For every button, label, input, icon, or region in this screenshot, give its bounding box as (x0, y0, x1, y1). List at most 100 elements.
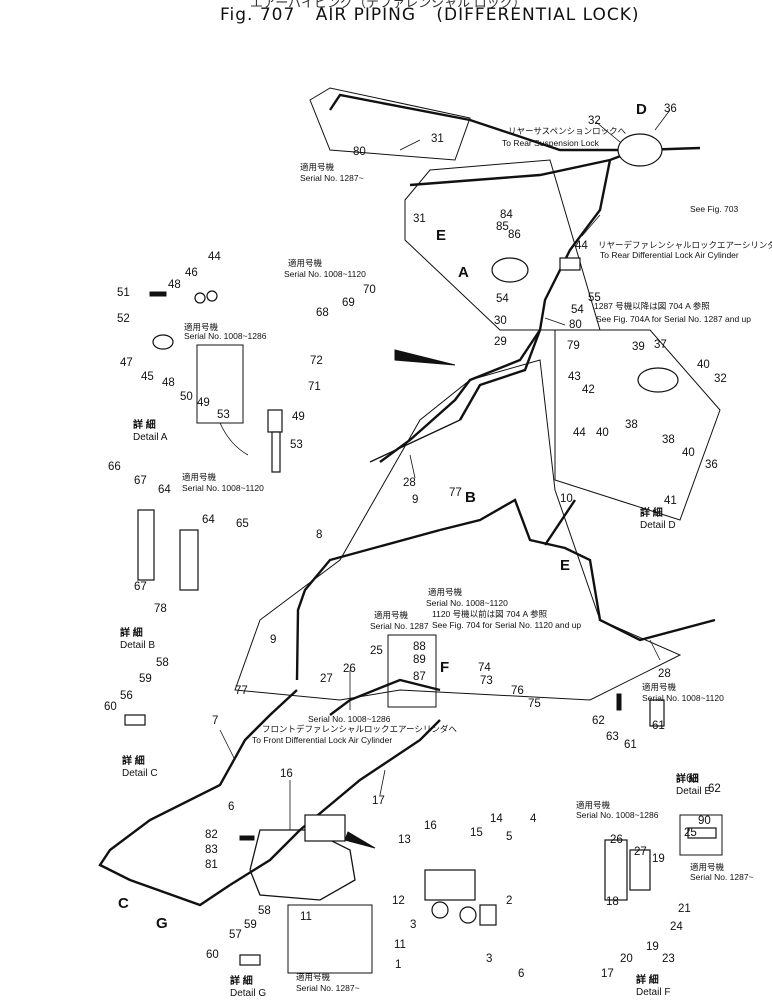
part-number: 40 (682, 447, 695, 459)
detail-b-label: Detail B (120, 640, 155, 651)
pipe-17 (229, 719, 441, 887)
part-number: 43 (568, 371, 581, 383)
part-number: 29 (494, 336, 507, 348)
fitting-46 (194, 292, 206, 304)
detail-c-jp: 詳 細 (122, 754, 145, 767)
part-number: 70 (363, 284, 376, 296)
part-number: 78 (154, 603, 167, 615)
leader-28 (409, 454, 416, 479)
fig-number: Fig. 707 (220, 5, 296, 25)
leader-arrow-b (344, 831, 376, 849)
part-number: 14 (490, 813, 503, 825)
pipe-29-bundle (379, 329, 541, 463)
part-number: 38 (625, 419, 638, 431)
leader-44-rear (581, 214, 601, 237)
serial-label-jp: 適用号機 (576, 800, 611, 810)
part-number: 24 (670, 921, 683, 933)
detail-f-label: Detail F (636, 987, 670, 998)
serial-label-jp: 適用号機 (300, 162, 335, 172)
pipe-8 (295, 528, 441, 681)
part-number: 36 (705, 459, 718, 471)
part-number: 57 (229, 929, 242, 941)
view-marker-c: C (118, 895, 129, 912)
part-number: 40 (596, 427, 609, 439)
part-number: 40 (697, 359, 710, 371)
japanese-title: エアーパイピング（デファレンシャル ロック） (250, 0, 526, 10)
part-number: 2 (506, 895, 512, 907)
part-number: 42 (582, 384, 595, 396)
part-number: 62 (592, 715, 605, 727)
valve-6 (304, 814, 346, 842)
valve-18 (604, 839, 628, 901)
serial-label-jp: 適用号機 (374, 610, 409, 620)
part-number: 12 (392, 895, 405, 907)
serial-1008-1120: Serial No. 1008~1120 (426, 598, 508, 608)
pipe-routes (98, 93, 716, 907)
part-number: 18 (606, 896, 619, 908)
part-number: 80 (569, 319, 582, 331)
detail-g-box (287, 904, 373, 974)
part-number: 58 (156, 657, 169, 669)
part-number: 67 (134, 581, 147, 593)
note-704-en: See Fig. 704 for Serial No. 1120 and up (432, 620, 581, 630)
part-number: 84 (500, 209, 513, 221)
view-markers: A B C D E F G E (118, 101, 647, 932)
leader-32 (595, 121, 621, 143)
pipe-25 (329, 678, 441, 716)
part-number: 49 (197, 397, 210, 409)
detail-e-label: Detail E (676, 786, 711, 797)
title-main: AIR PIPING (315, 5, 416, 25)
part-number: 60 (206, 949, 219, 961)
figure-heading: Fig. 707 AIR PIPING (DIFFERENTIAL LOCK) (220, 5, 654, 25)
part-number: 49 (292, 411, 305, 423)
part-number: 31 (431, 133, 444, 145)
leader-80 (544, 317, 566, 326)
serial-1008-1286: Serial No. 1008~1286 (184, 331, 267, 341)
part-number: 25 (684, 827, 697, 839)
part-number: 83 (205, 844, 218, 856)
note-704-jp: 1120 号機以前は図 704 A 参照 (432, 609, 548, 619)
part-number: 47 (120, 357, 133, 369)
part-number: 27 (320, 673, 333, 685)
filter-2 (479, 904, 497, 926)
cap-3 (431, 901, 449, 919)
serial-label-jp: 適用号機 (184, 322, 219, 332)
part-number: 41 (664, 495, 677, 507)
figure-title: エアーパイピング（デファレンシャル ロック） Fig. 707 AIR PIPI… (0, 0, 772, 28)
fitting-44a (206, 290, 218, 302)
serial-1008-1120: Serial No. 1008~1120 (642, 693, 724, 703)
note-rear-suspension-en: To Rear Suspension Lock (502, 138, 600, 148)
detail-box-center (234, 359, 682, 701)
detail-g-label: Detail G (230, 988, 266, 999)
part-number: 56 (120, 690, 133, 702)
detail-labels: 詳 細 Detail A 詳 細 Detail B 詳 細 Detail C 詳… (120, 418, 711, 999)
part-number: 88 (413, 641, 426, 653)
part-number: 10 (560, 493, 573, 505)
serial-label-jp: 適用号機 (642, 682, 677, 692)
bolt-82 (239, 835, 255, 841)
leader-arrow-a (394, 349, 456, 366)
part-number: 73 (480, 675, 493, 687)
detail-a-jp: 詳 細 (133, 418, 156, 431)
part-number: 66 (108, 461, 121, 473)
part-number: 72 (310, 355, 323, 367)
serial-1287: Serial No. 1287 (370, 621, 429, 631)
clamp-61 (649, 699, 665, 727)
part-number: 52 (117, 313, 130, 325)
part-number: 67 (134, 475, 147, 487)
part-number: 76 (511, 685, 524, 697)
detail-d-label: Detail D (640, 520, 676, 531)
part-number: 69 (342, 297, 355, 309)
note-front-diff-en: To Front Differential Lock Air Cylinder (252, 735, 392, 745)
valve-block-12 (424, 869, 476, 901)
part-number: 64 (202, 514, 215, 526)
detail-f-box (387, 634, 437, 708)
note-704a-jp: 1287 号機以降は図 704 A 参照 (594, 301, 710, 311)
detail-e-jp: 詳 細 (676, 772, 699, 785)
part-number: 16 (424, 820, 437, 832)
part-number: 37 (654, 339, 667, 351)
part-number: 26 (610, 834, 623, 846)
view-marker-e-mid: E (560, 557, 570, 574)
leader-36 (654, 109, 671, 131)
